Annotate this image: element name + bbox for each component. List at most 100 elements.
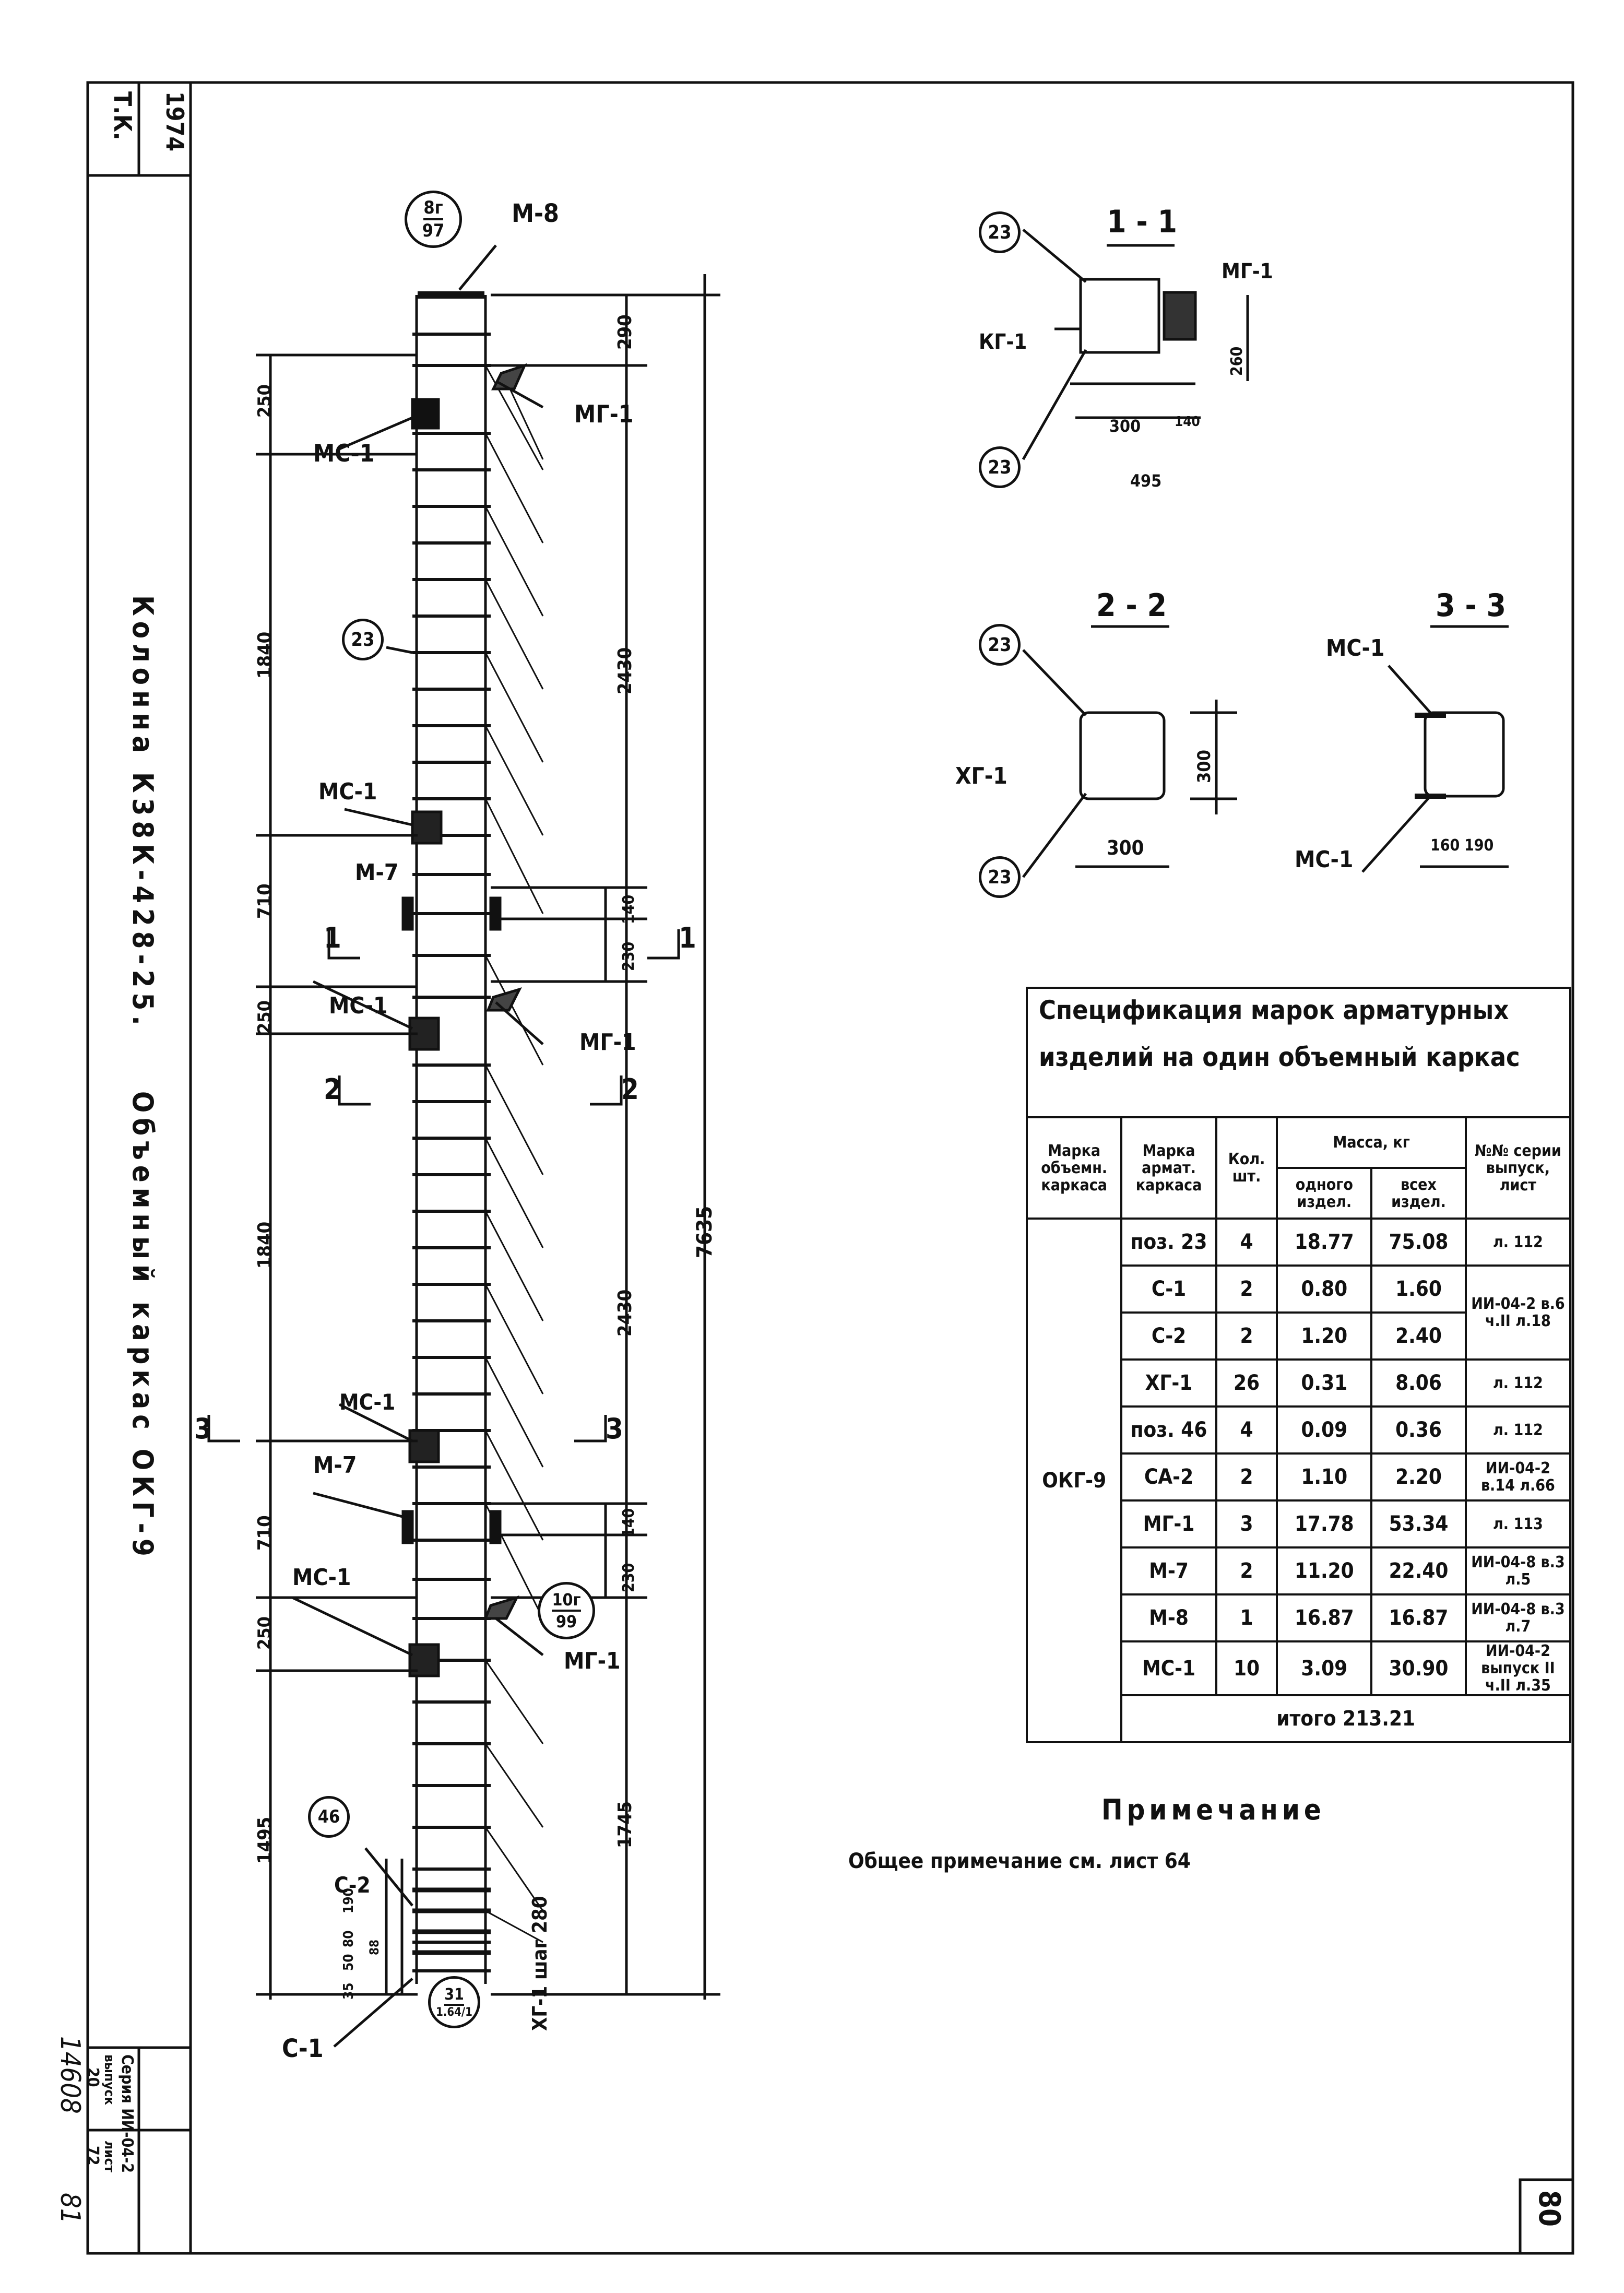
cell-qty: 4 [1215,1218,1278,1267]
cell-all: 8.06 [1370,1358,1467,1408]
cut-1-left: 1 [324,921,341,954]
sec3-dim-190: 190 [1464,836,1494,855]
dim-left-2: 1840 [254,631,276,679]
spec-header-qty: Кол. шт. [1215,1116,1278,1220]
cell-ref: ИИ-04-8 в.3 л.5 [1464,1546,1572,1595]
label-xg1-pitch: ХГ-1 шаг 280 [528,1896,551,2031]
cell-qty: 4 [1215,1405,1278,1455]
page-number: 80 [1532,2190,1566,2227]
spec-table: Марка объемн. каркаса Марка армат. карка… [1025,1116,1572,1743]
dim-right-6: 140 [620,1508,638,1538]
dim-left-5: 1840 [254,1221,276,1269]
cell-qty: 26 [1215,1358,1278,1408]
table-row: поз. 46 4 0.09 0.36 л. 112 [1027,1405,1572,1455]
spec-header-frame: Марка объемн. каркаса [1025,1116,1123,1220]
cut-3-left: 3 [194,1412,212,1445]
cell-qty: 1 [1215,1593,1278,1642]
stamp-year: 1974 [161,91,189,152]
cell-mark: СА-2 [1120,1452,1217,1502]
cell-mark: поз. 46 [1120,1405,1217,1455]
dim-left-8: 1495 [254,1816,276,1864]
spec-header-all: всех издел. [1370,1167,1467,1220]
label-m8: М-8 [512,199,559,228]
cell-mark: ХГ-1 [1120,1358,1217,1408]
cell-mark: М-8 [1120,1593,1217,1642]
cell-ref: ИИ-04-2 в.6 ч.II л.18 [1464,1264,1572,1361]
table-row-total: итого 213.21 [1027,1694,1571,1743]
spec-title-2: изделий на один объемный каркас [1039,1042,1520,1072]
dim-left-1: 250 [254,384,275,418]
label-m7-2: М-7 [313,1452,357,1479]
cell-all: 2.20 [1370,1452,1467,1502]
dim-left-6: 710 [254,1515,276,1551]
dim-left-13: 88 [367,1939,382,1955]
dim-right-7: 230 [620,1563,638,1592]
dim-right-8: 1745 [614,1801,636,1848]
spec-frame-mark: ОКГ-9 [1025,1218,1123,1743]
spec-title-1: Спецификация марок арматурных [1039,995,1509,1025]
cell-ref: л. 112 [1464,1218,1572,1267]
sec2-pos23-bot: 23 [979,856,1021,898]
cell-mark: С-2 [1120,1311,1217,1361]
table-row: МС-1 10 3.09 30.90 ИИ-04-2 выпуск II ч.I… [1027,1640,1572,1696]
sec1-label-mg1: МГ-1 [1222,259,1273,283]
cell-all: 0.36 [1370,1405,1467,1455]
label-mc1-4: МС-1 [339,1389,396,1415]
cell-mark: МГ-1 [1120,1499,1217,1549]
cell-one: 17.78 [1276,1499,1373,1549]
cut-2-left: 2 [324,1073,341,1106]
dim-left-7: 250 [254,1616,275,1650]
sec1-dim-300: 300 [1109,416,1141,436]
cell-one: 0.80 [1276,1264,1373,1314]
cut-1-right: 1 [679,921,696,954]
table-row: С-2 2 1.20 2.40 [1027,1311,1570,1361]
cell-qty: 2 [1215,1452,1278,1502]
dim-right-5: 2430 [614,1289,636,1337]
table-row: ХГ-1 26 0.31 8.06 л. 112 [1027,1358,1572,1408]
dim-total: 7635 [693,1205,717,1258]
cell-ref: ИИ-04-2 в.14 л.66 [1464,1452,1572,1502]
sec1-dim-495: 495 [1130,471,1162,491]
dim-right-4: 230 [620,941,638,971]
dim-left-4: 250 [254,1000,275,1034]
sec1-dim-260: 260 [1228,346,1246,376]
label-mg1-bot: МГ-1 [564,1648,621,1674]
cell-qty: 2 [1215,1546,1278,1595]
spec-header-one: одного издел. [1276,1167,1373,1220]
cell-all: 75.08 [1370,1218,1467,1267]
cell-one: 11.20 [1276,1546,1373,1595]
note-title: Примечание [1101,1793,1325,1826]
cell-all: 1.60 [1370,1264,1467,1314]
section-2-2-title: 2 - 2 [1096,587,1167,624]
series-sheet: 72 [84,2146,102,2166]
sec1-pos23-bot: 23 [979,446,1021,488]
series-sheet-label: лист [101,2141,117,2172]
label-mg1-top: МГ-1 [574,400,634,428]
label-mc1-1: МС-1 [313,439,375,467]
callout-pos23: 23 [342,619,384,660]
cell-one: 16.87 [1276,1593,1373,1642]
sec2-label-xg1: ХГ-1 [955,763,1007,789]
cell-one: 3.09 [1276,1640,1373,1696]
table-row: М-7 2 11.20 22.40 ИИ-04-8 в.3 л.5 [1027,1546,1572,1595]
sec3-label-mc1-top: МС-1 [1326,635,1385,661]
label-mg1-mid: МГ-1 [579,1029,636,1056]
series-issue-label: выпуск [101,2054,117,2106]
table-row: М-8 1 16.87 16.87 ИИ-04-8 в.3 л.7 [1027,1593,1572,1642]
sec3-dim-160: 160 [1430,836,1460,855]
cell-ref: л. 112 [1464,1405,1572,1455]
stamp-org: Т.К. [109,91,137,140]
cell-qty: 2 [1215,1264,1278,1314]
dim-right-1: 290 [614,314,636,350]
section-3-3-title: 3 - 3 [1436,587,1507,624]
callout-pos46: 46 [308,1796,350,1838]
cell-mark: М-7 [1120,1546,1217,1595]
cell-one: 18.77 [1276,1218,1373,1267]
cell-ref: ИИ-04-2 выпуск II ч.II л.35 [1464,1640,1572,1696]
sec3-label-mc1-bot: МС-1 [1295,846,1354,873]
note-text: Общее примечание см. лист 64 [848,1849,1191,1873]
